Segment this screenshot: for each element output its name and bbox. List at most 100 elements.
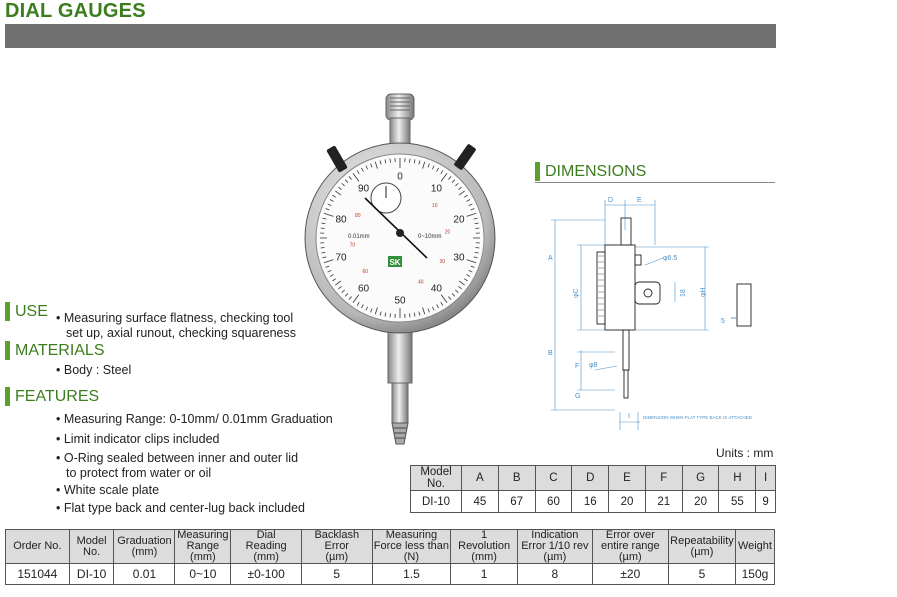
dial-tick — [327, 203, 332, 207]
dial-tick — [436, 167, 439, 172]
dim-cell-6: 21 — [644, 490, 683, 513]
spec-header-line: (µm) — [618, 551, 642, 563]
dial-tick — [458, 280, 465, 286]
dial-tick — [325, 208, 330, 211]
label-hole: φ6.5 — [663, 255, 677, 262]
dial-tick — [322, 256, 327, 259]
spec-header-10: Repeatability(µm) — [667, 529, 736, 564]
dial-tick — [463, 194, 468, 198]
dial-tick — [475, 247, 480, 249]
dial-red-number: 80 — [355, 213, 361, 219]
feature-1: • Measuring Range: 0-10mm/ 0.01mm Gradua… — [56, 412, 333, 426]
dial-tick — [321, 222, 326, 225]
dial-red-number: 20 — [445, 230, 451, 236]
label-F: F — [575, 363, 579, 370]
dial-tick — [422, 307, 426, 315]
limit-clip-right — [454, 144, 476, 170]
dial-tick — [327, 269, 332, 273]
dial-tick — [374, 307, 378, 315]
dial-tick — [418, 160, 421, 165]
dial-tick — [463, 278, 468, 282]
spec-header-line: Range — [186, 540, 220, 552]
label-G: G — [575, 393, 580, 400]
dial-tick — [440, 170, 444, 175]
dial-tick — [323, 212, 334, 217]
dial-tick — [409, 158, 411, 163]
dial-tick — [466, 274, 471, 277]
spec-cell-11: 150g — [734, 563, 776, 585]
spec-header-line: (mm) — [190, 551, 216, 563]
dial-tick — [422, 161, 426, 169]
dial-number: 30 — [453, 253, 465, 264]
dial-tick — [320, 247, 325, 249]
spec-header-line: (N) — [403, 551, 420, 563]
spec-cell-10: 5 — [667, 563, 736, 585]
range-text: 0~10mm — [418, 234, 442, 240]
dim-header-5: E — [608, 465, 646, 491]
dial-tick — [451, 293, 456, 297]
dim-header-9: I — [755, 465, 776, 491]
dial-tick — [325, 265, 330, 268]
dial-tick — [440, 294, 448, 303]
dial-tick — [335, 280, 342, 286]
dial-tick — [389, 158, 391, 163]
spec-header-11: Weight — [734, 529, 776, 564]
dial-tick — [458, 190, 465, 196]
spec-header-line: No. — [83, 545, 101, 558]
dial-tick — [348, 296, 352, 300]
spec-header-line: Reading — [245, 540, 287, 552]
dim-header-6: F — [644, 465, 683, 491]
section-use: USE — [5, 302, 48, 321]
dial-tick — [320, 227, 325, 229]
spec-cell-3: 0~10 — [174, 563, 232, 585]
dim-cell-8: 55 — [718, 490, 757, 513]
units-label: Units : mm — [716, 446, 774, 460]
spec-cell-2: 0.01 — [113, 563, 176, 585]
feature-2: • Limit indicator clips included — [56, 432, 220, 446]
brand-logo — [388, 256, 402, 267]
dial-tick — [348, 176, 352, 180]
dial-tick — [384, 312, 387, 317]
dim-cell-7: 20 — [681, 490, 720, 513]
page-title: DIAL GAUGES — [5, 0, 146, 22]
spec-header-line: Error over — [605, 529, 655, 541]
label-D: D — [608, 197, 613, 204]
dial-tick — [427, 163, 430, 168]
dim-header-2: B — [497, 465, 536, 491]
dim-header-4: D — [571, 465, 610, 491]
dial-tick — [379, 311, 382, 316]
dial-tick — [365, 165, 369, 170]
spec-cell-1: DI-10 — [68, 563, 115, 585]
dial-tick — [384, 159, 387, 164]
dial-tick — [431, 306, 435, 311]
section-dimensions: DIMENSIONS — [535, 162, 646, 181]
dial-tick — [365, 306, 369, 311]
spec-cell-9: ±20 — [591, 563, 669, 585]
dial-tick — [352, 173, 360, 182]
dial-tick — [329, 199, 334, 202]
spec-header-line: Model — [76, 534, 107, 547]
dial-tick — [440, 301, 444, 306]
dial-number: 80 — [335, 214, 347, 225]
dial-red-number: 30 — [439, 259, 445, 265]
dial-tick — [448, 296, 452, 300]
material-text: • Body : Steel — [56, 363, 132, 377]
spec-header-line: Graduation — [117, 534, 172, 547]
spec-header-line: Indication — [531, 529, 579, 541]
spec-header-line: 1 — [481, 529, 488, 541]
dial-tick — [344, 179, 349, 183]
spec-cell-8: 8 — [517, 563, 593, 585]
dim-cell-1: 45 — [461, 490, 499, 513]
dial-tick — [475, 227, 480, 229]
dial-tick — [455, 289, 459, 294]
label-A: A — [548, 255, 553, 262]
drawing-note: DIMENSION WHEN FLAT TYPE BACK IS ATTACHE… — [643, 415, 753, 420]
dial-number: 0 — [397, 172, 403, 183]
spec-cell-7: 1 — [450, 563, 519, 585]
dim-cell-5: 20 — [608, 490, 646, 513]
